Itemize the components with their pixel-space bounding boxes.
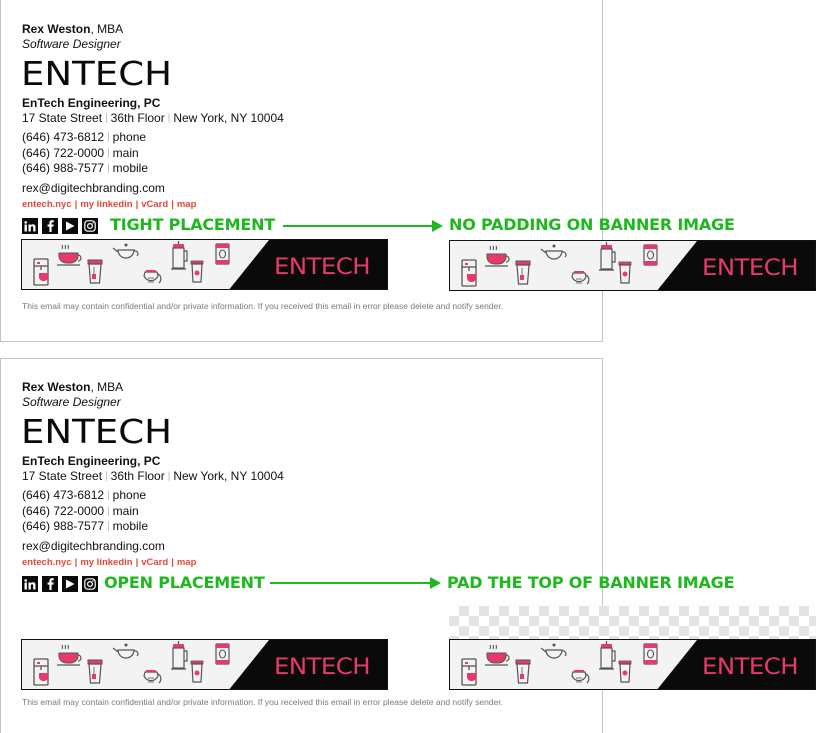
phone-row: (646) 722-0000|main xyxy=(22,504,139,520)
phone-row: (646) 988-7577|mobile xyxy=(22,519,148,535)
phone-label: mobile xyxy=(112,161,149,175)
sender-name-line: Rex Weston, MBA xyxy=(22,22,123,36)
facebook-icon[interactable] xyxy=(42,576,58,592)
coffee-icons-banner-art xyxy=(450,640,816,690)
separator: | xyxy=(107,521,110,532)
address-street: 17 State Street xyxy=(22,469,103,483)
coffee-icons-banner-art xyxy=(450,241,816,291)
arrow-right-icon xyxy=(430,577,441,589)
phone-label: phone xyxy=(112,488,147,502)
separator: | xyxy=(107,506,110,517)
phone-number[interactable]: (646) 988-7577 xyxy=(22,519,105,533)
phone-row: (646) 988-7577|mobile xyxy=(22,161,148,177)
separator: | xyxy=(107,132,110,143)
link-separator: | xyxy=(171,199,174,210)
sender-name: Rex Weston xyxy=(22,380,91,394)
email-link[interactable]: rex@digitechbranding.com xyxy=(22,539,165,553)
phone-label: main xyxy=(112,504,139,518)
link-separator: | xyxy=(74,557,78,568)
separator: | xyxy=(167,471,171,482)
address-street: 17 State Street xyxy=(22,111,103,125)
address-city: New York, NY 10004 xyxy=(173,469,284,483)
phone-number[interactable]: (646) 722-0000 xyxy=(22,504,105,518)
phone-label: main xyxy=(112,146,139,160)
social-icons xyxy=(22,218,98,234)
facebook-icon[interactable] xyxy=(42,218,58,234)
address-city: New York, NY 10004 xyxy=(173,111,284,125)
separator: | xyxy=(105,113,108,124)
instagram-icon[interactable] xyxy=(82,576,98,592)
transparent-padding-area xyxy=(449,606,816,639)
phone-number[interactable]: (646) 988-7577 xyxy=(22,161,105,175)
company-name: EnTech Engineering, PC xyxy=(22,96,161,110)
address-floor: 36th Floor xyxy=(110,469,165,483)
entech-logo: ENTECH xyxy=(21,417,172,447)
disclaimer-text: This email may contain confidential and/… xyxy=(22,697,503,707)
phone-number[interactable]: (646) 722-0000 xyxy=(22,146,105,160)
separator: | xyxy=(167,113,171,124)
phone-label: phone xyxy=(112,130,147,144)
link-separator: | xyxy=(171,557,174,568)
separator: | xyxy=(107,490,110,501)
map-link[interactable]: map xyxy=(176,557,197,568)
link-separator: | xyxy=(135,199,139,210)
banner-image[interactable] xyxy=(21,239,388,290)
no-padding-label: NO PADDING ON BANNER IMAGE xyxy=(449,215,735,234)
link-separator: | xyxy=(135,557,139,568)
address-floor: 36th Floor xyxy=(110,111,165,125)
linkedin-link[interactable]: my linkedin xyxy=(80,557,133,568)
linkedin-icon[interactable] xyxy=(22,218,38,234)
banner-image-no-padding xyxy=(449,240,816,291)
pad-top-label: PAD THE TOP OF BANNER IMAGE xyxy=(447,573,735,592)
banner-image-padded xyxy=(449,639,816,690)
youtube-icon[interactable] xyxy=(62,576,78,592)
vcard-link[interactable]: vCard xyxy=(141,199,169,210)
address-line: 17 State Street|36th Floor|New York, NY … xyxy=(22,111,284,127)
open-placement-label: OPEN PLACEMENT xyxy=(104,573,265,592)
banner-image[interactable] xyxy=(21,639,388,690)
address-line: 17 State Street|36th Floor|New York, NY … xyxy=(22,469,284,485)
vcard-link[interactable]: vCard xyxy=(141,557,169,568)
sender-credential: , MBA xyxy=(90,22,124,36)
sender-credential: , MBA xyxy=(90,380,124,394)
linkedin-link[interactable]: my linkedin xyxy=(80,199,133,210)
website-link[interactable]: entech.nyc xyxy=(22,557,72,568)
entech-logo: ENTECH xyxy=(21,59,172,89)
phone-number[interactable]: (646) 473-6812 xyxy=(22,488,105,502)
separator: | xyxy=(107,148,110,159)
coffee-icons-banner-art xyxy=(22,640,388,690)
phone-row: (646) 473-6812|phone xyxy=(22,488,146,504)
sender-job-title: Software Designer xyxy=(22,37,121,51)
arrow-line xyxy=(270,582,431,584)
links-row: entech.nyc|my linkedin|vCard|map xyxy=(22,557,196,569)
coffee-icons-banner-art xyxy=(22,240,388,290)
separator: | xyxy=(105,471,108,482)
arrow-line xyxy=(283,225,433,227)
svg-text:ENTECH: ENTECH xyxy=(21,417,172,447)
map-link[interactable]: map xyxy=(176,199,197,210)
disclaimer-text: This email may contain confidential and/… xyxy=(22,301,503,311)
phone-number[interactable]: (646) 473-6812 xyxy=(22,130,105,144)
sender-job-title: Software Designer xyxy=(22,395,121,409)
instagram-icon[interactable] xyxy=(82,218,98,234)
sender-name-line: Rex Weston, MBA xyxy=(22,380,123,394)
link-separator: | xyxy=(74,199,78,210)
email-link[interactable]: rex@digitechbranding.com xyxy=(22,181,165,195)
phone-row: (646) 473-6812|phone xyxy=(22,130,146,146)
tight-placement-label: TIGHT PLACEMENT xyxy=(110,215,276,234)
phone-row: (646) 722-0000|main xyxy=(22,146,139,162)
phone-label: mobile xyxy=(112,519,149,533)
linkedin-icon[interactable] xyxy=(22,576,38,592)
sender-name: Rex Weston xyxy=(22,22,91,36)
company-name: EnTech Engineering, PC xyxy=(22,454,161,468)
website-link[interactable]: entech.nyc xyxy=(22,199,72,210)
arrow-right-icon xyxy=(432,220,443,232)
links-row: entech.nyc|my linkedin|vCard|map xyxy=(22,199,196,211)
svg-text:ENTECH: ENTECH xyxy=(21,59,172,89)
separator: | xyxy=(107,163,110,174)
youtube-icon[interactable] xyxy=(62,218,78,234)
social-icons xyxy=(22,576,98,592)
